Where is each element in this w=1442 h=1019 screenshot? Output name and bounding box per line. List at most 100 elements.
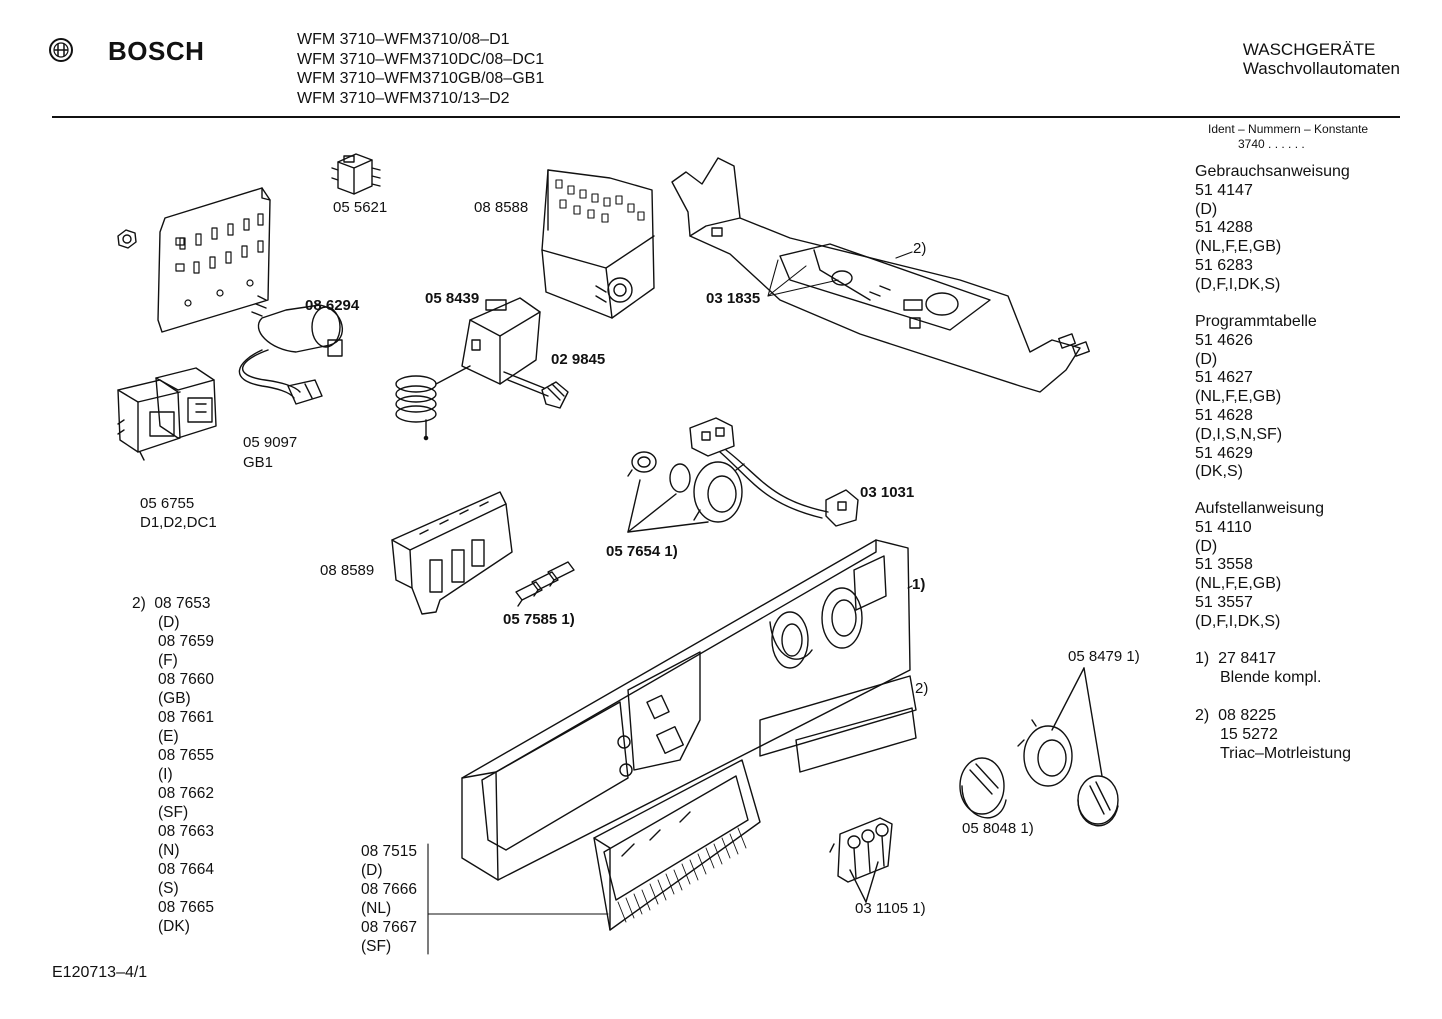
variant-line: 08 7653 bbox=[154, 595, 211, 612]
transformer-part bbox=[117, 367, 217, 461]
doc-line: (NL,F,E,GB) bbox=[1195, 238, 1282, 256]
part-label: 2) bbox=[915, 680, 929, 697]
variant-line: 08 7661 bbox=[158, 709, 215, 726]
variant-line: (E) bbox=[158, 728, 179, 745]
doc-section-title: Gebrauchsanweisung bbox=[1195, 163, 1350, 180]
bosch-logo-icon bbox=[49, 38, 73, 62]
knob-part bbox=[959, 667, 1119, 827]
variant-line: (D) bbox=[158, 614, 180, 631]
footnote-line: Blende kompl. bbox=[1220, 668, 1322, 686]
footnote-2: 2) 08 8225 15 5272 Triac–Motrleistung bbox=[1195, 707, 1351, 763]
category-line-1: WASCHGERÄTE bbox=[1242, 40, 1376, 59]
category-title: WASCHGERÄTE Waschvollautomaten bbox=[1243, 40, 1400, 78]
footnote-1: 1) 27 8417 Blende kompl. bbox=[1195, 650, 1321, 688]
doc-section-programmtabelle: Programmtabelle 51 4626 (D) 51 4627 (NL,… bbox=[1195, 313, 1317, 482]
variant-line: (SF) bbox=[158, 804, 189, 821]
model-line: WFM 3710–WFM3710/08–D1 bbox=[297, 31, 510, 48]
variant-line: (S) bbox=[158, 880, 179, 897]
variant-line: (I) bbox=[158, 766, 173, 783]
variant-line: 08 7665 bbox=[158, 899, 215, 916]
bracket-plate-part bbox=[157, 187, 271, 333]
clip-part bbox=[515, 561, 575, 607]
drawer-front-part bbox=[593, 759, 761, 931]
part-label: 05 8048 1) bbox=[962, 820, 1034, 837]
part-label: 08 6294 bbox=[305, 297, 360, 314]
footnote-line: 15 5272 bbox=[1220, 725, 1278, 743]
doc-line: (D,F,I,DK,S) bbox=[1195, 275, 1281, 293]
part-label: 03 1105 1) bbox=[855, 900, 926, 917]
variant-line: 08 7515 bbox=[361, 843, 418, 860]
variant-line: (NL) bbox=[361, 900, 392, 917]
part-label: GB1 bbox=[243, 454, 274, 471]
doc-line: (D,F,I,DK,S) bbox=[1195, 612, 1281, 630]
display-strip-part bbox=[759, 675, 917, 773]
variant-marker: 2) bbox=[132, 595, 146, 612]
part-label: 05 8479 1) bbox=[1068, 648, 1140, 665]
doc-line: (D) bbox=[1195, 350, 1218, 368]
variant-line: 08 7659 bbox=[158, 633, 215, 650]
variant-line: (D) bbox=[361, 862, 383, 879]
part-label: 05 7585 1) bbox=[503, 611, 575, 628]
cable-connector-part bbox=[689, 417, 859, 527]
leader-lines bbox=[427, 251, 913, 955]
variant-line: 08 7664 bbox=[158, 861, 215, 878]
selector-switch-part bbox=[395, 297, 549, 441]
variant-line: 08 7663 bbox=[158, 823, 215, 840]
pressure-switch-part bbox=[627, 451, 745, 533]
ident-label: Ident – Nummern – Konstante bbox=[1208, 122, 1369, 136]
variant-line: (F) bbox=[158, 652, 178, 669]
variant-line: (SF) bbox=[361, 938, 392, 955]
part-label: D1,D2,DC1 bbox=[140, 514, 217, 531]
part-label: 05 6755 bbox=[140, 495, 195, 512]
doc-line: 51 4627 bbox=[1195, 369, 1253, 387]
doc-section-aufstellanweisung: Aufstellanweisung 51 4110 (D) 51 3558 (N… bbox=[1195, 500, 1324, 632]
doc-line: 51 6283 bbox=[1195, 256, 1253, 274]
part-label: 08 8589 bbox=[320, 562, 375, 579]
variant-line: (GB) bbox=[158, 690, 191, 707]
model-list: WFM 3710–WFM3710/08–D1 WFM 3710–WFM3710D… bbox=[297, 30, 544, 108]
control-panel-part bbox=[461, 539, 911, 881]
brand-logo-text: BOSCH bbox=[108, 36, 205, 66]
doc-line: (D) bbox=[1195, 200, 1218, 218]
doc-section-title: Aufstellanweisung bbox=[1195, 500, 1324, 517]
variant-list-2: 2) 08 7653 (D) 08 7659 (F) 08 7660 (GB) … bbox=[132, 594, 214, 936]
doc-line: (DK,S) bbox=[1195, 463, 1243, 481]
part-label: 05 7654 1) bbox=[606, 543, 678, 560]
variant-line: (DK) bbox=[158, 918, 190, 935]
footnote-marker: 1) bbox=[1195, 650, 1210, 667]
ident-block: Ident – Nummern – Konstante 3740 . . . .… bbox=[1208, 122, 1368, 152]
doc-line: 51 4628 bbox=[1195, 406, 1253, 424]
variant-line: 08 7660 bbox=[158, 671, 215, 688]
header-divider bbox=[52, 116, 1400, 118]
ident-value: 3740 . . . . . . bbox=[1238, 137, 1305, 151]
part-label: 02 9845 bbox=[551, 351, 606, 368]
variant-line: 08 7655 bbox=[158, 747, 215, 764]
doc-line: (NL,F,E,GB) bbox=[1195, 575, 1282, 593]
part-label: 05 8439 bbox=[425, 290, 480, 307]
part-label: 08 8588 bbox=[474, 199, 529, 216]
doc-line: 51 4110 bbox=[1195, 518, 1252, 536]
connector-part bbox=[541, 381, 569, 409]
model-line: WFM 3710–WFM3710/13–D2 bbox=[297, 89, 510, 107]
program-timer-part bbox=[541, 169, 655, 319]
doc-section-gebrauchsanweisung: Gebrauchsanweisung 51 4147 (D) 51 4288 (… bbox=[1195, 163, 1350, 295]
footnote-line: 27 8417 bbox=[1218, 650, 1276, 667]
doc-section-title: Programmtabelle bbox=[1195, 313, 1317, 330]
variant-line: 08 7666 bbox=[361, 881, 418, 898]
variant-line: (N) bbox=[158, 842, 180, 859]
capacitor-part bbox=[238, 295, 343, 405]
part-label: 05 5621 bbox=[333, 199, 388, 216]
variant-line: 08 7667 bbox=[361, 919, 418, 936]
model-line: WFM 3710–WFM3710DC/08–DC1 bbox=[297, 50, 545, 68]
doc-line: 51 3557 bbox=[1195, 593, 1253, 611]
doc-line: 51 3558 bbox=[1195, 556, 1253, 574]
footnote-marker: 2) bbox=[1195, 707, 1210, 724]
nut-part bbox=[117, 229, 137, 249]
doc-line: 51 4147 bbox=[1195, 181, 1253, 199]
footnote-line: Triac–Motrleistung bbox=[1220, 744, 1352, 762]
variant-list-drawer: 08 7515 (D) 08 7666 (NL) 08 7667 (SF) bbox=[361, 842, 417, 956]
part-label: 03 1835 bbox=[706, 290, 761, 307]
doc-line: (NL,F,E,GB) bbox=[1195, 388, 1282, 406]
relay-board-part bbox=[391, 491, 513, 615]
